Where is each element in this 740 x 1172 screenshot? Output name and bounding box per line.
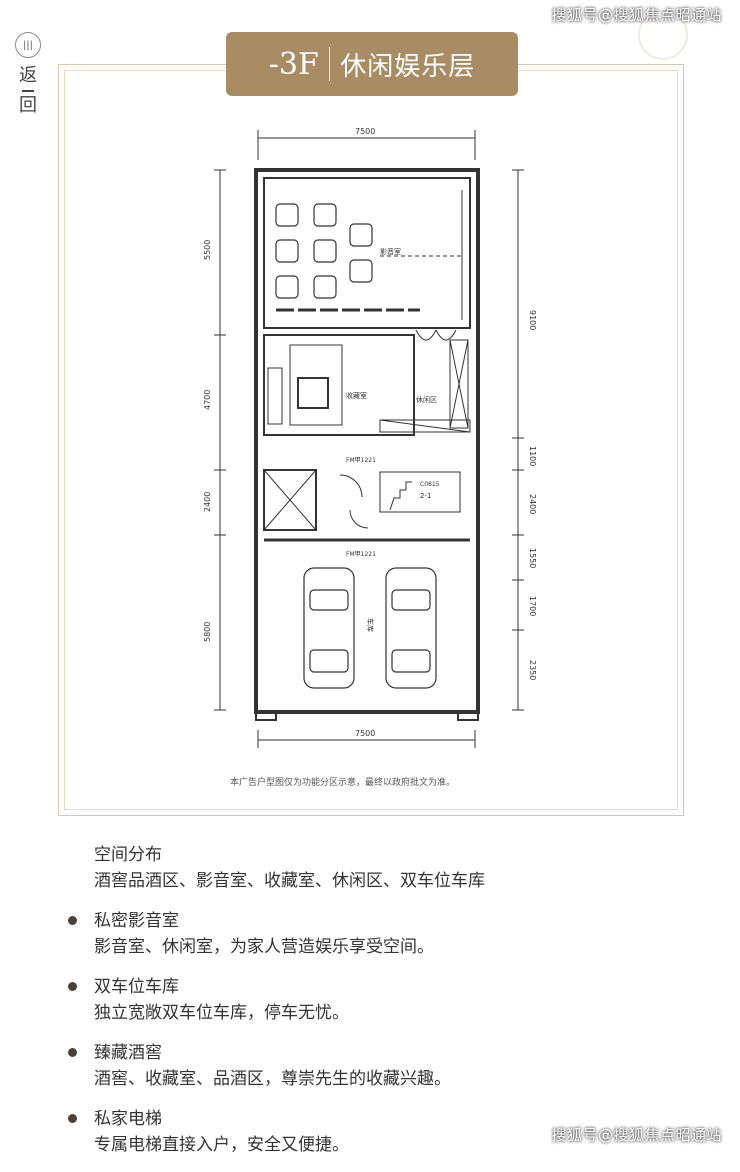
dim-right-5: 1700 [528, 596, 537, 616]
feature-item: 臻藏酒窖 酒窖、收藏室、品酒区，尊崇先生的收藏兴趣。 [60, 1040, 700, 1092]
floor-title-tab: -3F 休闲娱乐层 [226, 32, 518, 96]
dim-left-3: 2400 [203, 492, 212, 512]
feature-item: 私家电梯 专属电梯直接入户，安全又便捷。 [60, 1106, 700, 1158]
back-label-2: 回 [19, 95, 37, 116]
door-code-3: C0815 [420, 481, 440, 488]
dim-top: 7500 [355, 127, 375, 136]
feature-title: 空间分布 [94, 845, 162, 865]
dim-right-4: 1550 [528, 548, 537, 568]
floor-code: -3F [268, 46, 319, 82]
bullet-dot-icon [68, 916, 77, 925]
disclaimer: 本广告户型图仅为功能分区示意，最终以政府批文为准。 [230, 778, 456, 788]
bullet-dot-icon [68, 982, 77, 991]
room-label-lounge: 休闲区 [416, 395, 437, 404]
door-code-1: FM甲1221 [346, 457, 376, 464]
feature-title: 私家电梯 [94, 1109, 162, 1129]
dim-bottom: 7500 [355, 729, 375, 738]
feature-title: 双车位车库 [94, 977, 179, 997]
watermark-bottom: 搜狐号@搜狐焦点昭通站 [551, 1126, 722, 1144]
menu-icon[interactable]: ||| [15, 32, 41, 58]
back-label-1: 返 [19, 65, 37, 86]
room-label-garage: 车库 [366, 618, 375, 632]
floor-plan: 7500 7500 5500 4700 2400 5800 9100 1100 … [203, 127, 537, 748]
title-separator [328, 47, 331, 81]
dim-right-2: 1100 [528, 446, 537, 466]
corner-logo-icon [638, 10, 688, 60]
feature-desc: 酒窖品酒区、影音室、收藏室、休闲区、双车位车库 [94, 871, 485, 891]
feature-item: 私密影音室 影音室、休闲室，为家人营造娱乐享受空间。 [60, 908, 700, 960]
bullet-dot-icon [68, 1114, 77, 1123]
feature-desc: 酒窖、收藏室、品酒区，尊崇先生的收藏兴趣。 [94, 1069, 451, 1089]
feature-desc: 专属电梯直接入户，安全又便捷。 [94, 1135, 349, 1155]
back-button[interactable]: 返 回 [19, 66, 37, 116]
feature-desc: 影音室、休闲室，为家人营造娱乐享受空间。 [94, 937, 434, 957]
feature-list: 空间分布 酒窖品酒区、影音室、收藏室、休闲区、双车位车库 私密影音室 影音室、休… [60, 842, 700, 1172]
dim-right-1: 9100 [528, 310, 537, 330]
feature-item: 空间分布 酒窖品酒区、影音室、收藏室、休闲区、双车位车库 [60, 842, 700, 894]
stair-label: 2-1 [420, 492, 431, 500]
side-nav[interactable]: ||| 返 回 [8, 32, 48, 116]
watermark-top: 搜狐号@搜狐焦点昭通站 [551, 6, 722, 24]
dim-left-2: 4700 [203, 390, 212, 410]
door-code-2: FM甲1221 [346, 551, 376, 558]
feature-title: 私密影音室 [94, 911, 179, 931]
dim-right-6: 2350 [528, 660, 537, 680]
dim-left-4: 5800 [203, 622, 212, 642]
dim-left-1: 5500 [203, 240, 212, 260]
feature-desc: 独立宽敞双车位车库，停车无忧。 [94, 1003, 349, 1023]
back-divider [22, 90, 34, 92]
bullet-dot-icon [68, 1048, 77, 1057]
feature-title: 臻藏酒窖 [94, 1043, 162, 1063]
dim-right-3: 2400 [528, 494, 537, 514]
room-label-collection: 收藏室 [346, 391, 367, 400]
menu-glyph: ||| [22, 39, 34, 51]
room-label-cinema: 影音室 [380, 247, 401, 256]
feature-item: 双车位车库 独立宽敞双车位车库，停车无忧。 [60, 974, 700, 1026]
floor-name: 休闲娱乐层 [340, 51, 476, 82]
